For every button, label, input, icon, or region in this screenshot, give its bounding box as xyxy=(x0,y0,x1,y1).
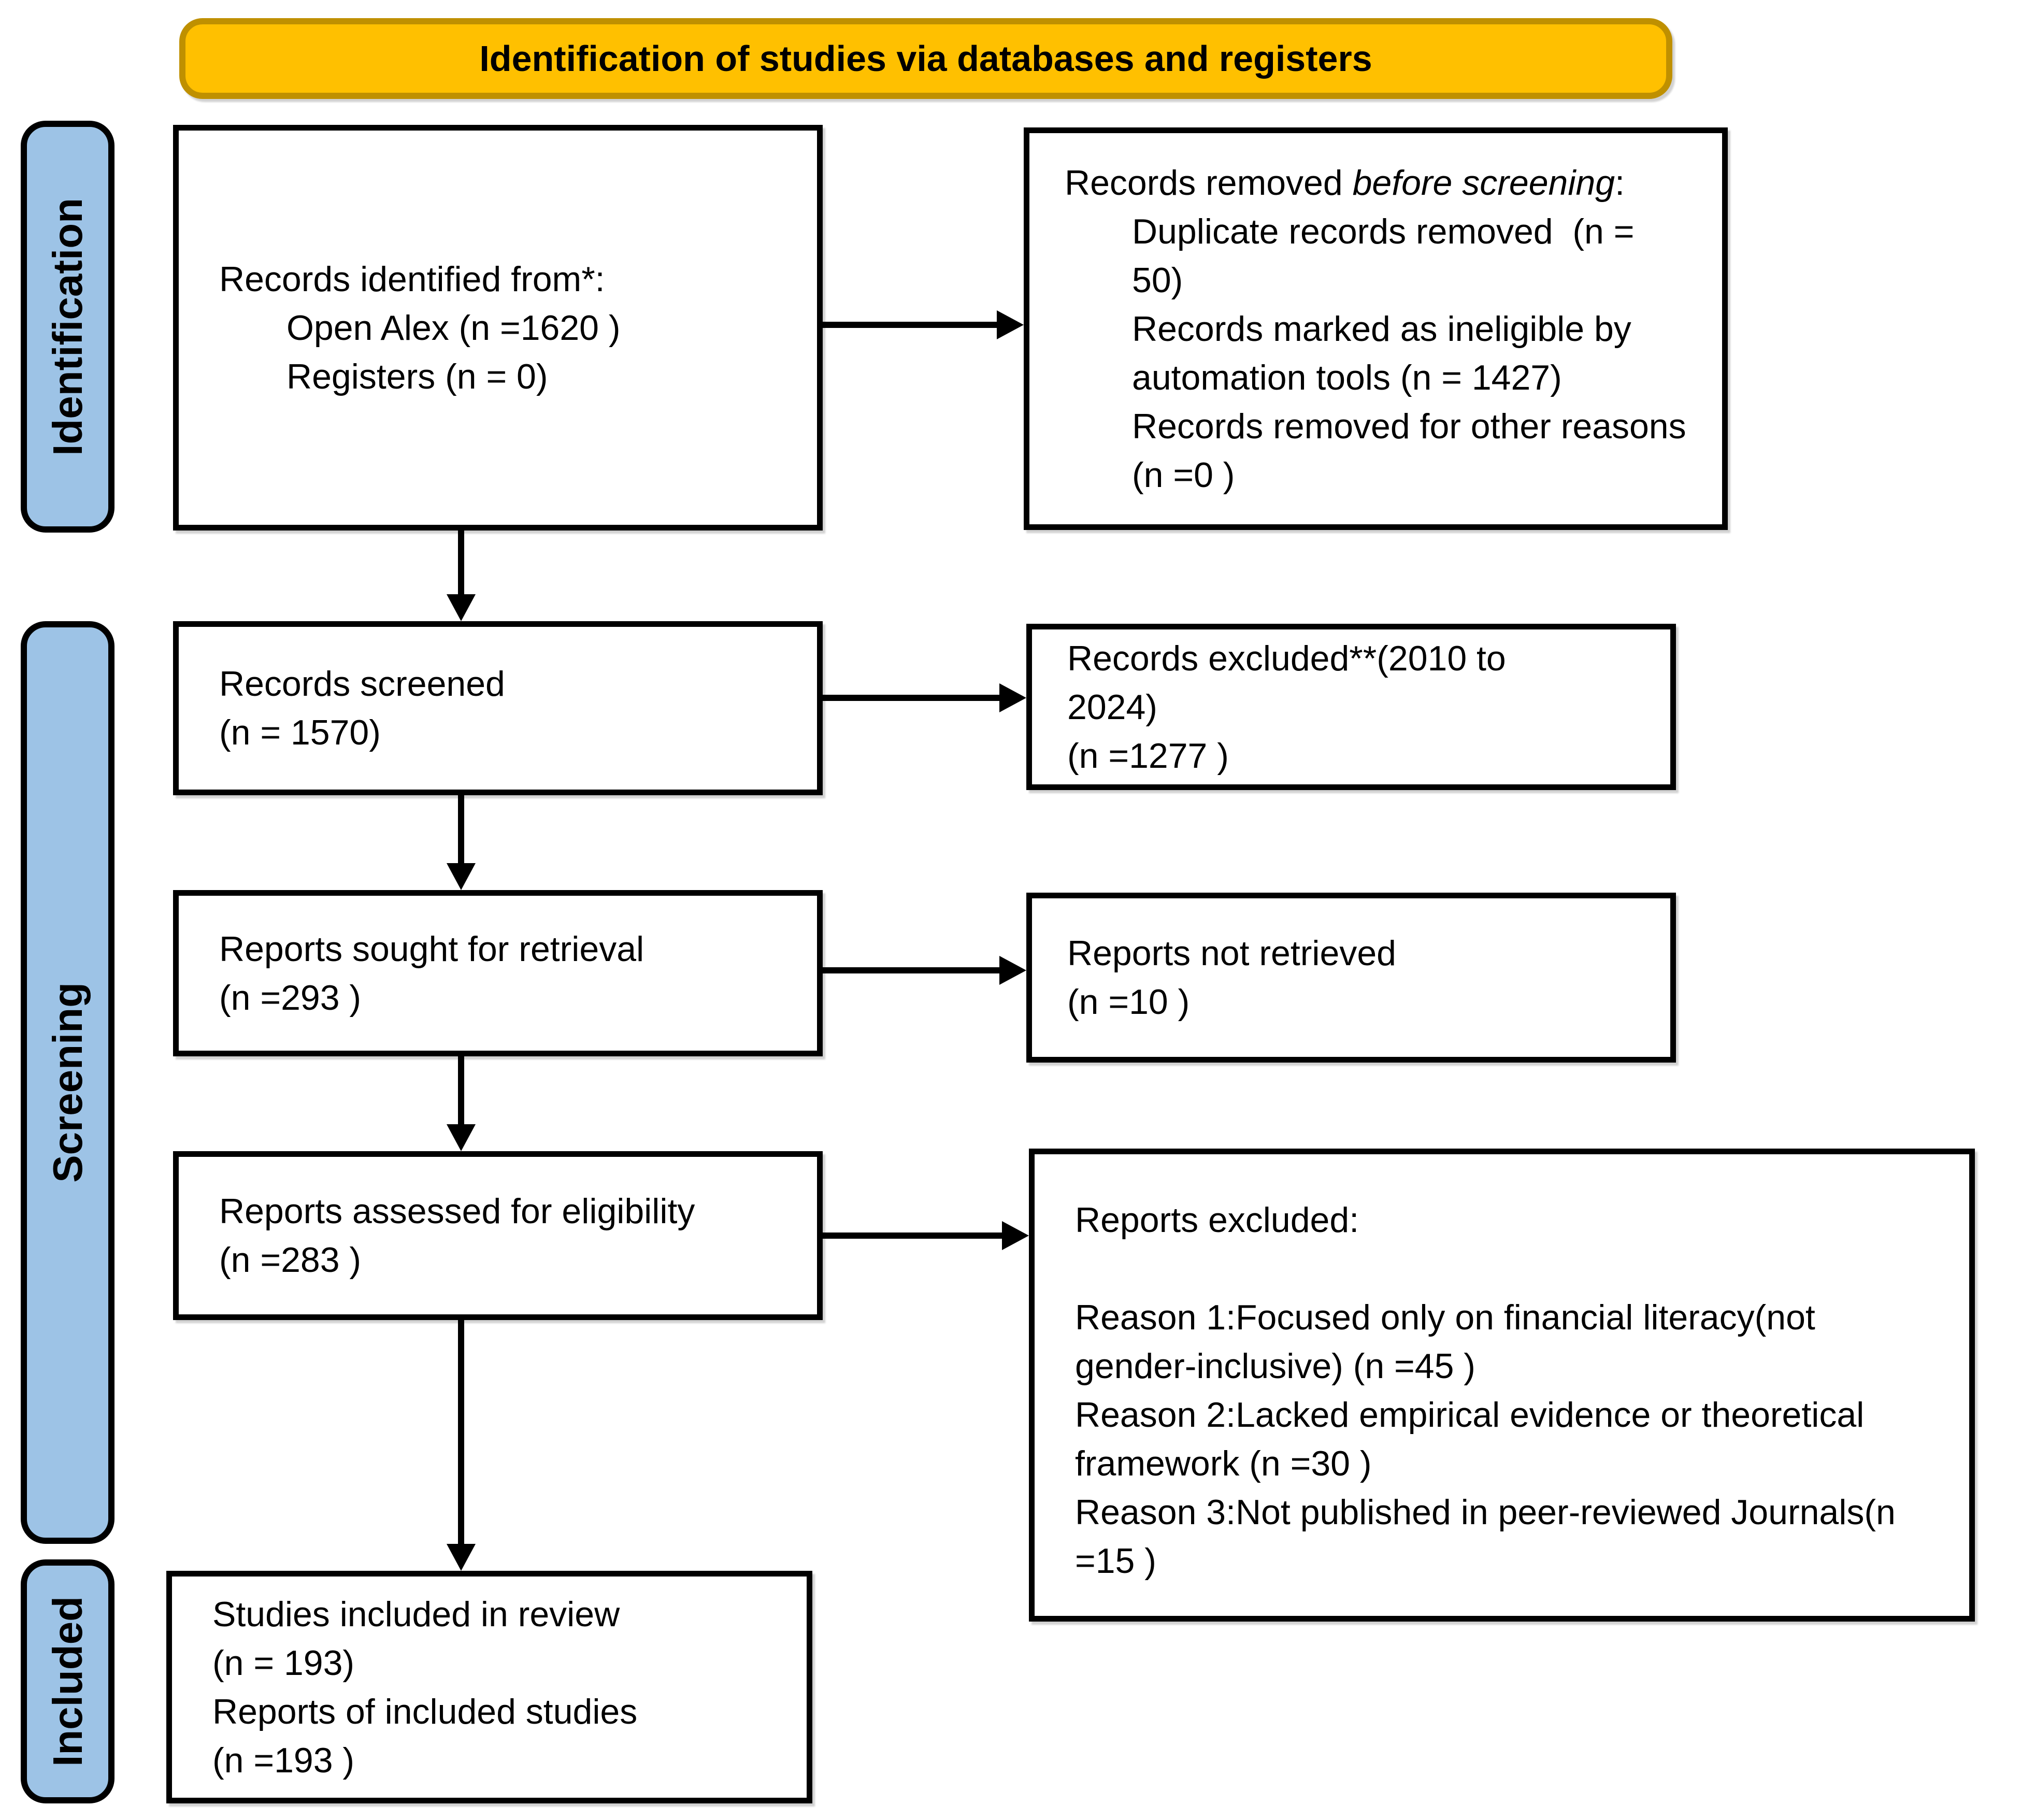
arrow-shaft xyxy=(823,967,999,973)
arrow-down-head-icon xyxy=(447,1544,476,1571)
stage-screening: Screening xyxy=(21,621,114,1544)
records-identified-title: Records identified from*: xyxy=(219,259,605,299)
box-reports-assessed: Reports assessed for eligibility (n =283… xyxy=(173,1151,823,1320)
records-excluded-label-2: 2024) xyxy=(1067,687,1157,727)
arrow-right-head-icon xyxy=(997,310,1024,339)
box-records-removed-before-screening: Records removed before screening: Duplic… xyxy=(1024,127,1728,530)
banner-label: Identification of studies via databases … xyxy=(479,38,1372,79)
box-records-identified: Records identified from*: Open Alex (n =… xyxy=(173,125,823,531)
arrow-right-head-icon xyxy=(999,956,1026,985)
records-identified-openalex: Open Alex (n =1620 ) xyxy=(286,308,621,348)
records-excluded-count: (n =1277 ) xyxy=(1067,736,1229,776)
reports-excluded-reason-3: Reason 3:Not published in peer-reviewed … xyxy=(1075,1493,1905,1581)
records-removed-title-suffix: : xyxy=(1615,163,1625,203)
reports-assessed-label: Reports assessed for eligibility xyxy=(219,1192,695,1231)
records-removed-other: Records removed for other reasons (n =0 … xyxy=(1132,406,1696,495)
reports-not-retrieved-label: Reports not retrieved xyxy=(1067,934,1396,973)
arrow-down-head-icon xyxy=(447,594,476,621)
records-removed-title: Records removed before screening: xyxy=(1065,159,1694,207)
arrow-right-head-icon xyxy=(1002,1221,1029,1250)
reports-sought-label: Reports sought for retrieval xyxy=(219,929,644,969)
arrow-shaft xyxy=(458,795,464,863)
records-removed-duplicates: Duplicate records removed (n = 50) xyxy=(1132,211,1644,300)
records-screened-count: (n = 1570) xyxy=(219,713,381,752)
arrow-shaft xyxy=(823,1233,1002,1239)
arrow-shaft xyxy=(458,1056,464,1124)
reports-excluded-reason-1: Reason 1:Focused only on financial liter… xyxy=(1075,1298,1825,1386)
reports-excluded-title: Reports excluded: xyxy=(1075,1200,1359,1240)
stage-included-label: Included xyxy=(44,1596,91,1767)
stage-identification-label: Identification xyxy=(44,197,91,456)
box-studies-included: Studies included in review (n = 193) Rep… xyxy=(166,1571,812,1803)
arrow-shaft xyxy=(458,1320,464,1544)
records-removed-automation: Records marked as ineligible by automati… xyxy=(1132,309,1641,397)
reports-excluded-reason-2: Reason 2:Lacked empirical evidence or th… xyxy=(1075,1395,1874,1483)
records-removed-title-prefix: Records removed xyxy=(1065,163,1353,203)
reports-not-retrieved-count: (n =10 ) xyxy=(1067,982,1190,1022)
reports-included-label: Reports of included studies xyxy=(212,1692,638,1731)
studies-included-label: Studies included in review xyxy=(212,1594,620,1634)
box-reports-sought: Reports sought for retrieval (n =293 ) xyxy=(173,890,823,1056)
box-records-excluded: Records excluded**(2010 to 2024) (n =127… xyxy=(1026,624,1676,790)
stage-screening-label: Screening xyxy=(44,982,91,1183)
arrow-right-head-icon xyxy=(999,683,1026,712)
arrow-shaft xyxy=(458,531,464,594)
arrow-down-head-icon xyxy=(447,1124,476,1151)
arrow-shaft xyxy=(823,695,999,701)
reports-included-count: (n =193 ) xyxy=(212,1740,355,1780)
stage-identification: Identification xyxy=(21,121,114,533)
box-records-screened: Records screened (n = 1570) xyxy=(173,621,823,795)
banner-identification-of-studies: Identification of studies via databases … xyxy=(179,18,1672,99)
box-reports-excluded: Reports excluded: Reason 1:Focused only … xyxy=(1029,1149,1975,1622)
records-excluded-label-1: Records excluded**(2010 to xyxy=(1067,638,1506,678)
reports-sought-count: (n =293 ) xyxy=(219,978,362,1018)
records-identified-registers: Registers (n = 0) xyxy=(286,356,548,396)
arrow-shaft xyxy=(823,322,997,328)
stage-included: Included xyxy=(21,1559,114,1803)
reports-assessed-count: (n =283 ) xyxy=(219,1240,362,1280)
records-screened-label: Records screened xyxy=(219,664,505,704)
arrow-down-head-icon xyxy=(447,863,476,890)
box-reports-not-retrieved: Reports not retrieved (n =10 ) xyxy=(1026,893,1676,1063)
records-removed-title-italic: before screening xyxy=(1352,163,1615,203)
studies-included-count: (n = 193) xyxy=(212,1643,355,1683)
